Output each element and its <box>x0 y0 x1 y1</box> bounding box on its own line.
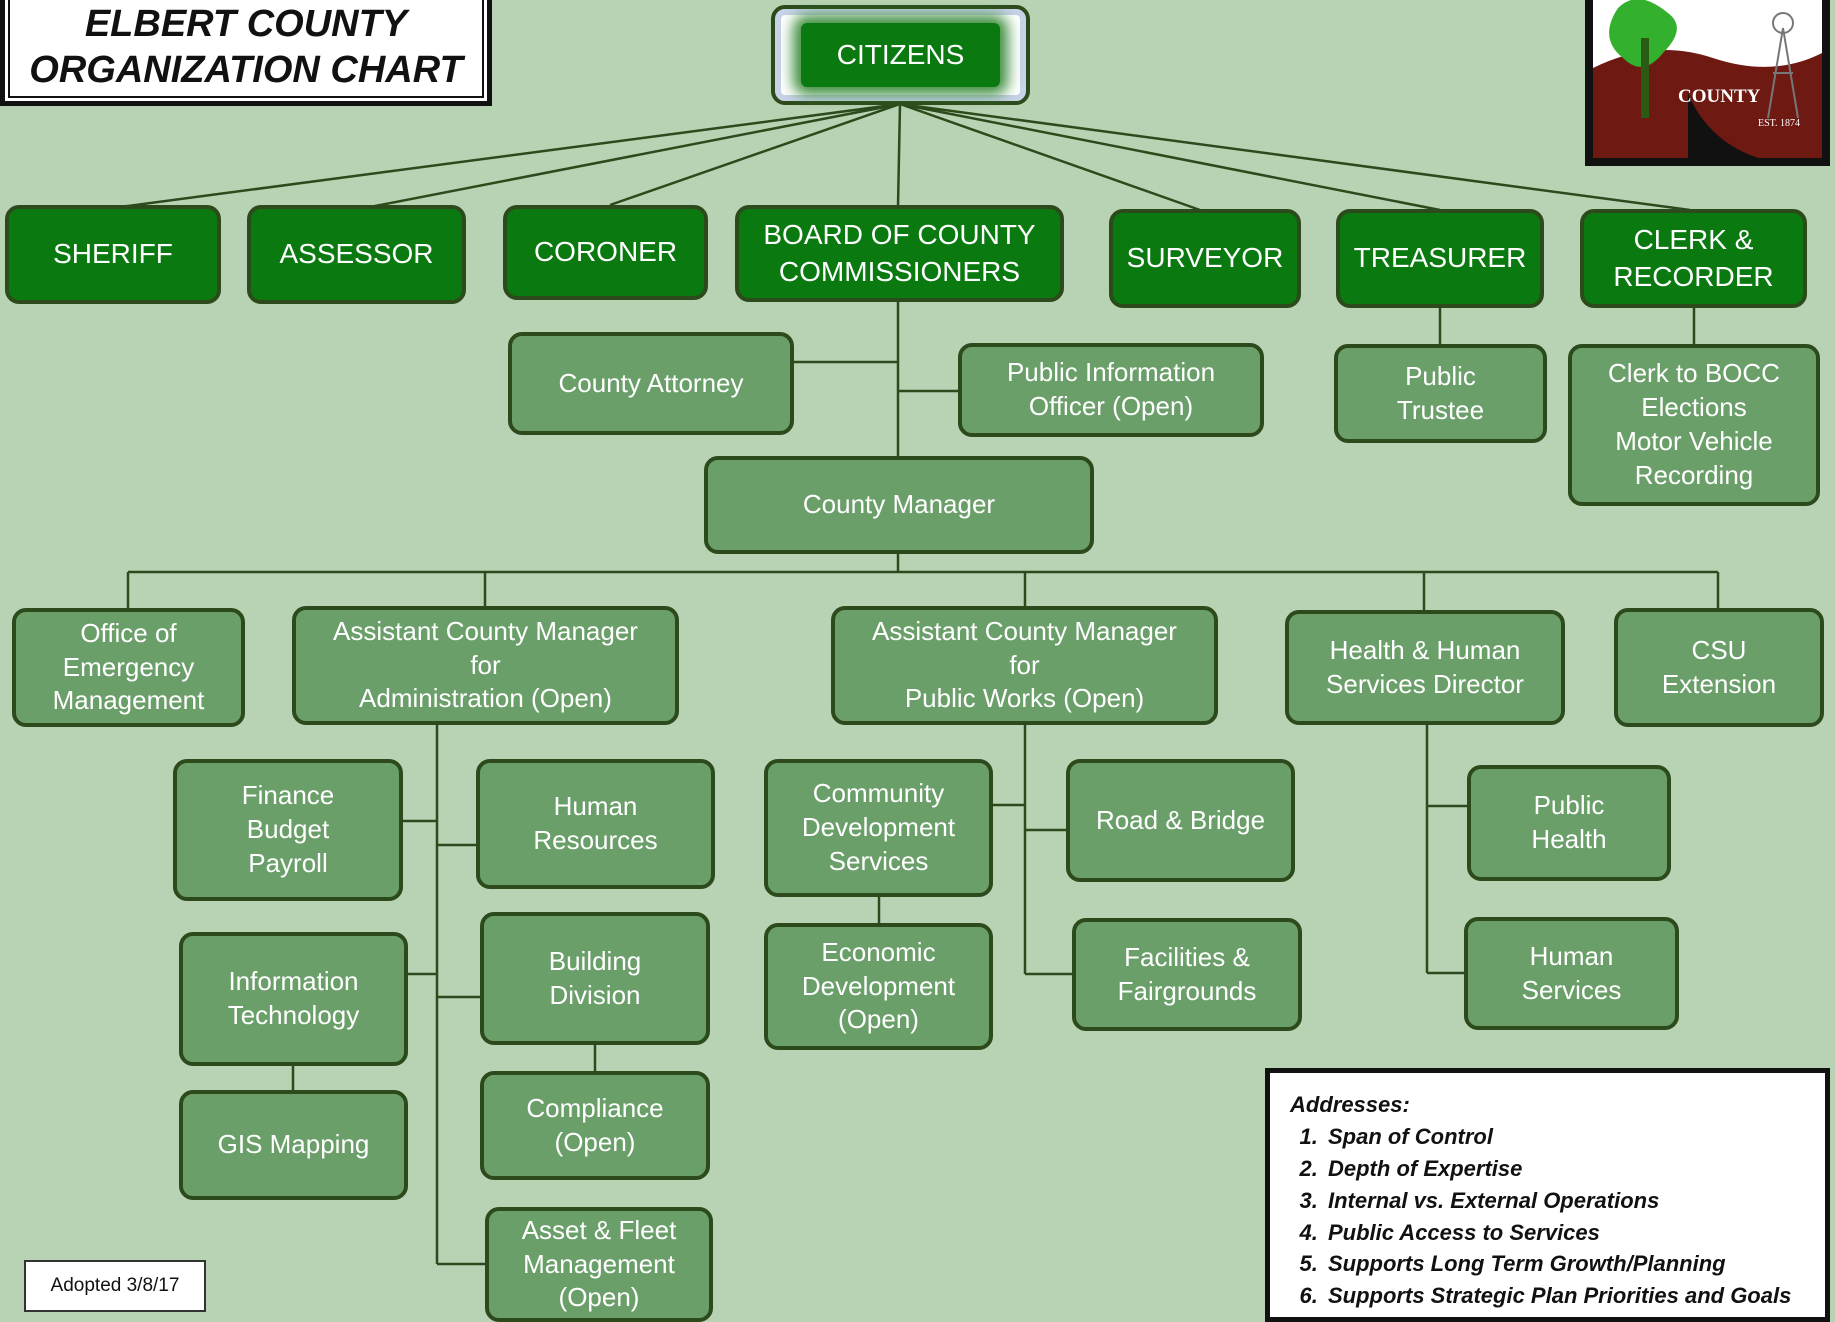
seal-text: COUNTY <box>1678 86 1761 107</box>
finance-budget-payroll-box: Finance Budget Payroll <box>173 759 403 901</box>
address-item: Span of Control <box>1324 1121 1805 1153</box>
seal-est: EST. 1874 <box>1758 118 1801 129</box>
surveyor-box: SURVEYOR <box>1109 209 1301 308</box>
information-technology-box: Information Technology <box>179 932 408 1066</box>
address-item: Supports Strategic Plan Priorities and G… <box>1324 1280 1805 1312</box>
citizens-label: CITIZENS <box>800 22 1001 88</box>
human-services-box: Human Services <box>1464 917 1679 1030</box>
address-item: Internal vs. External Operations <box>1324 1185 1805 1217</box>
economic-development-box: Economic Development (Open) <box>764 923 993 1050</box>
addresses-heading: Addresses: <box>1290 1092 1410 1117</box>
road-and-bridge-box: Road & Bridge <box>1066 759 1295 882</box>
treasurer-box: TREASURER <box>1336 209 1544 308</box>
county-seal-logo: COUNTY EST. 1874 <box>1585 0 1830 166</box>
citizens-box: CITIZENS <box>771 5 1030 105</box>
public-trustee-box: Public Trustee <box>1334 344 1547 443</box>
community-development-services-box: Community Development Services <box>764 759 993 897</box>
acm-administration-box: Assistant County Manager for Administrat… <box>292 606 679 725</box>
gis-mapping-box: GIS Mapping <box>179 1090 408 1200</box>
compliance-box: Compliance (Open) <box>480 1071 710 1180</box>
county-manager-box: County Manager <box>704 456 1094 554</box>
title-line-2: ORGANIZATION CHART <box>29 49 463 91</box>
facilities-fairgrounds-box: Facilities & Fairgrounds <box>1072 918 1302 1031</box>
sheriff-box: SHERIFF <box>5 205 221 304</box>
csu-extension-box: CSU Extension <box>1614 608 1824 727</box>
assessor-box: ASSESSOR <box>247 205 466 304</box>
building-division-box: Building Division <box>480 912 710 1045</box>
asset-fleet-management-box: Asset & Fleet Management (Open) <box>485 1207 713 1322</box>
title-line-1: ELBERT COUNTY <box>84 3 408 46</box>
address-item: Supports Long Term Growth/Planning <box>1324 1248 1805 1280</box>
seal-graphic <box>1593 0 1822 158</box>
address-item: Depth of Expertise <box>1324 1153 1805 1185</box>
board-of-county-commissioners-box: BOARD OF COUNTY COMMISSIONERS <box>735 205 1064 302</box>
address-item: Public Access to Services <box>1324 1217 1805 1249</box>
chart-title: ELBERT COUNTY ORGANIZATION CHART <box>0 0 492 106</box>
office-of-emergency-management-box: Office of Emergency Management <box>12 608 245 727</box>
addresses-list: Span of Control Depth of Expertise Inter… <box>1290 1121 1805 1312</box>
county-attorney-box: County Attorney <box>508 332 794 435</box>
coroner-box: CORONER <box>503 205 708 300</box>
adopted-date-label: Adopted 3/8/17 <box>24 1260 206 1312</box>
public-information-officer-box: Public Information Officer (Open) <box>958 343 1264 437</box>
health-human-services-director-box: Health & Human Services Director <box>1285 610 1565 725</box>
human-resources-box: Human Resources <box>476 759 715 889</box>
clerk-and-recorder-box: CLERK & RECORDER <box>1580 209 1807 308</box>
clerk-to-bocc-box: Clerk to BOCC Elections Motor Vehicle Re… <box>1568 344 1820 506</box>
addresses-box: Addresses: Span of Control Depth of Expe… <box>1265 1068 1830 1322</box>
public-health-box: Public Health <box>1467 765 1671 881</box>
acm-public-works-box: Assistant County Manager for Public Work… <box>831 606 1218 725</box>
